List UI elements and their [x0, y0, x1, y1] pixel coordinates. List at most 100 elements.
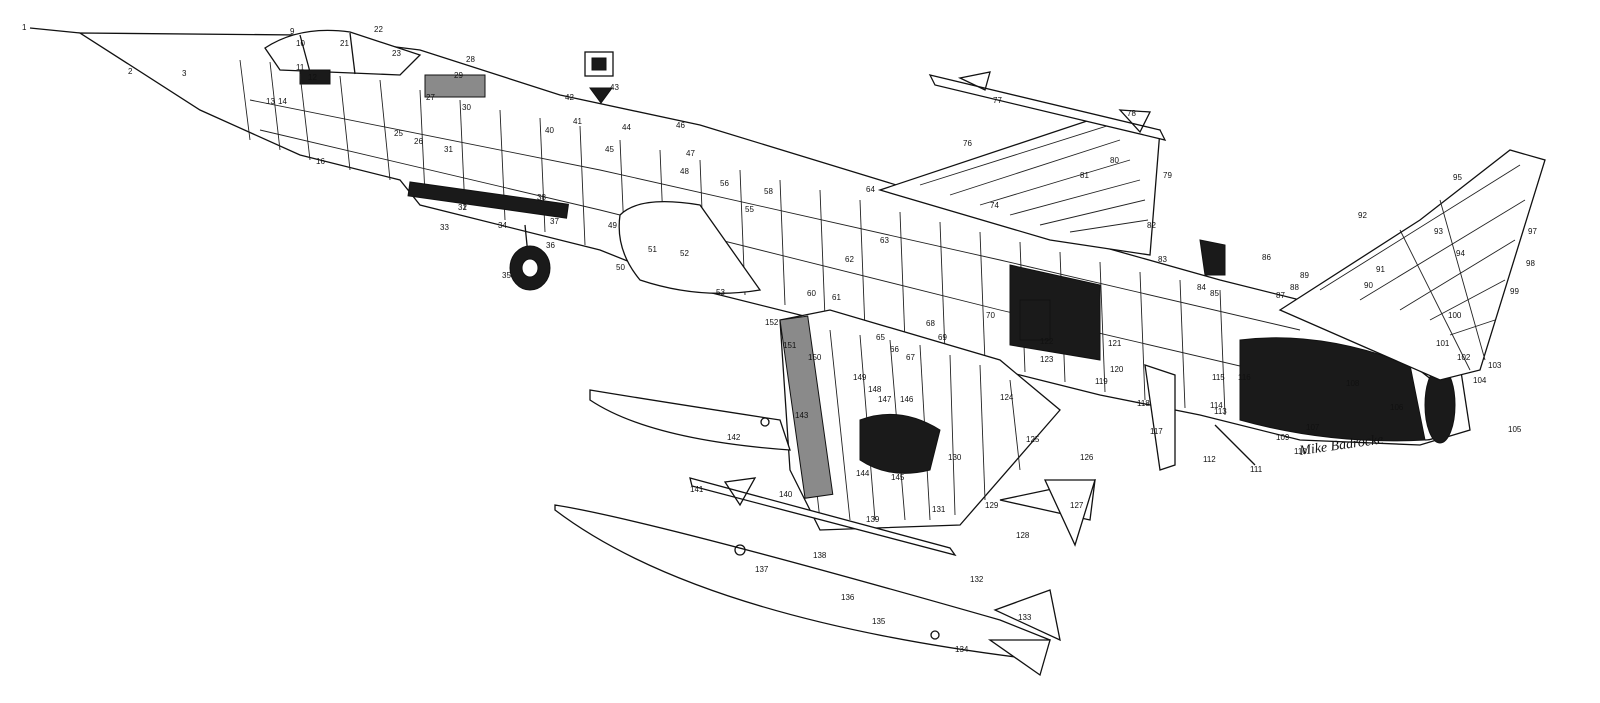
callout-67: 67	[906, 353, 915, 362]
drop-tank-upper	[589, 389, 791, 451]
callout-99: 99	[1510, 287, 1519, 296]
callout-121: 121	[1108, 339, 1122, 348]
callout-50: 50	[616, 263, 625, 272]
callout-28: 28	[466, 55, 475, 64]
ejection-seat-detail	[584, 51, 614, 104]
callout-63: 63	[880, 236, 889, 245]
callout-125: 125	[1026, 435, 1040, 444]
callout-41: 41	[573, 117, 582, 126]
callout-143: 143	[795, 411, 809, 420]
callout-139: 139	[866, 515, 880, 524]
callout-62: 62	[845, 255, 854, 264]
callout-142: 142	[727, 433, 741, 442]
callout-127: 127	[1070, 501, 1084, 510]
callout-66: 66	[890, 345, 899, 354]
callout-9: 9	[290, 27, 295, 36]
callout-108: 108	[1346, 379, 1360, 388]
callout-104: 104	[1473, 376, 1487, 385]
callout-128: 128	[1016, 531, 1030, 540]
callout-21: 21	[340, 39, 349, 48]
callout-92: 92	[1358, 211, 1367, 220]
callout-40: 40	[545, 126, 554, 135]
callout-88: 88	[1290, 283, 1299, 292]
callout-53: 53	[716, 288, 725, 297]
callout-79: 79	[1163, 171, 1172, 180]
callout-46: 46	[676, 121, 685, 130]
callout-27: 27	[426, 93, 435, 102]
callout-149: 149	[853, 373, 867, 382]
callout-126: 126	[1080, 453, 1094, 462]
callout-145: 145	[891, 473, 905, 482]
callout-47: 47	[686, 149, 695, 158]
callout-133: 133	[1018, 613, 1032, 622]
callout-45: 45	[605, 145, 614, 154]
callout-103: 103	[1488, 361, 1502, 370]
callout-65: 65	[876, 333, 885, 342]
callout-44: 44	[622, 123, 631, 132]
callout-115: 115	[1212, 373, 1225, 382]
callout-13: 13	[266, 97, 275, 106]
callout-90: 90	[1364, 281, 1373, 290]
callout-30: 30	[462, 103, 471, 112]
callout-70: 70	[986, 311, 995, 320]
callout-82: 82	[1147, 221, 1156, 230]
callout-152: 152	[765, 318, 779, 327]
callout-22: 22	[374, 25, 383, 34]
callout-76: 76	[963, 139, 972, 148]
callout-36: 36	[546, 241, 555, 250]
callout-48: 48	[680, 167, 689, 176]
intake	[618, 201, 762, 294]
callout-55: 55	[745, 205, 754, 214]
callout-97: 97	[1528, 227, 1537, 236]
callout-12: 12	[308, 73, 317, 82]
fuselage	[29, 27, 1471, 446]
callout-93: 93	[1434, 227, 1443, 236]
callout-29: 29	[454, 71, 463, 80]
external-store-bottom	[554, 504, 1061, 677]
callout-122: 122	[1040, 337, 1054, 346]
callout-2: 2	[128, 67, 133, 76]
callout-35: 35	[502, 271, 511, 280]
wingtip-missile-upper	[928, 74, 1167, 141]
callout-98: 98	[1526, 259, 1535, 268]
tail-fin	[1199, 149, 1546, 381]
callout-141: 141	[690, 485, 704, 494]
callout-132: 132	[970, 575, 984, 584]
callout-89: 89	[1300, 271, 1309, 280]
callout-136: 136	[841, 593, 855, 602]
callout-10: 10	[296, 39, 305, 48]
callout-106: 106	[1390, 403, 1404, 412]
callout-117: 117	[1150, 427, 1163, 436]
callout-148: 148	[868, 385, 882, 394]
callout-32: 32	[458, 203, 467, 212]
callout-124: 124	[1000, 393, 1014, 402]
callout-105: 105	[1508, 425, 1522, 434]
callout-85: 85	[1210, 289, 1219, 298]
callout-140: 140	[779, 490, 793, 499]
callout-134: 134	[955, 645, 969, 654]
callout-102: 102	[1457, 353, 1471, 362]
callout-26: 26	[414, 137, 423, 146]
callout-113: 113	[1214, 407, 1227, 416]
callout-11: 11	[296, 63, 305, 72]
callout-68: 68	[926, 319, 935, 328]
callout-69: 69	[938, 333, 947, 342]
callout-80: 80	[1110, 156, 1119, 165]
starboard-wing	[877, 71, 1167, 256]
callout-43: 43	[610, 83, 619, 92]
callout-16: 16	[316, 157, 325, 166]
callout-150: 150	[808, 353, 822, 362]
callout-144: 144	[856, 469, 870, 478]
callout-34: 34	[498, 221, 507, 230]
callout-83: 83	[1158, 255, 1167, 264]
callout-87: 87	[1276, 291, 1285, 300]
callout-1: 1	[22, 23, 27, 32]
callout-110: 110	[1294, 447, 1307, 456]
callout-61: 61	[832, 293, 841, 302]
callout-123: 123	[1040, 355, 1054, 364]
open-hatch	[1144, 364, 1256, 471]
callout-112: 112	[1203, 455, 1216, 464]
callout-91: 91	[1376, 265, 1385, 274]
callout-137: 137	[755, 565, 769, 574]
